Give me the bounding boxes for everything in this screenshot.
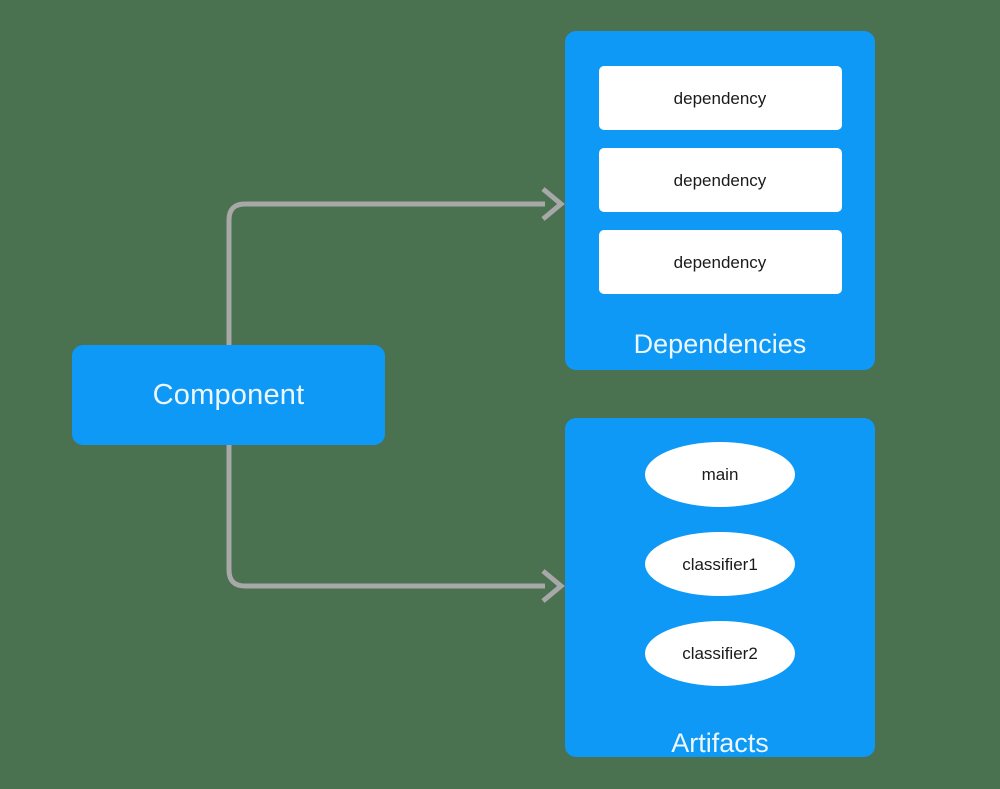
artifacts-group-title: Artifacts: [671, 728, 769, 759]
artifact-ellipse[interactable]: classifier1: [645, 531, 795, 597]
arrowhead-artifacts-icon: [541, 569, 565, 603]
dependency-box[interactable]: dependency: [598, 148, 842, 212]
dependency-box[interactable]: dependency: [598, 66, 842, 130]
connector-component-to-dependencies: [226, 201, 545, 347]
dependency-label: dependency: [673, 252, 767, 272]
arrowhead-dependencies-icon: [541, 187, 565, 221]
component-label: Component: [152, 378, 305, 411]
dependencies-group-title: Dependencies: [633, 329, 807, 359]
dependency-label: dependency: [673, 88, 767, 108]
dependencies-group-panel[interactable]: dependency dependency dependency Depende…: [565, 31, 875, 370]
artifacts-group-panel[interactable]: main classifier1 classifier2 Artifacts: [565, 418, 875, 757]
artifact-ellipse[interactable]: main: [645, 442, 795, 507]
dependency-box[interactable]: dependency: [598, 230, 842, 294]
artifact-label: main: [701, 464, 739, 484]
artifact-label: classifier1: [682, 554, 758, 574]
dependency-label: dependency: [673, 170, 767, 190]
artifact-label: classifier2: [682, 644, 758, 664]
component-node[interactable]: Component: [72, 345, 385, 445]
connector-component-to-artifacts: [226, 443, 545, 589]
artifact-ellipse[interactable]: classifier2: [645, 621, 795, 687]
